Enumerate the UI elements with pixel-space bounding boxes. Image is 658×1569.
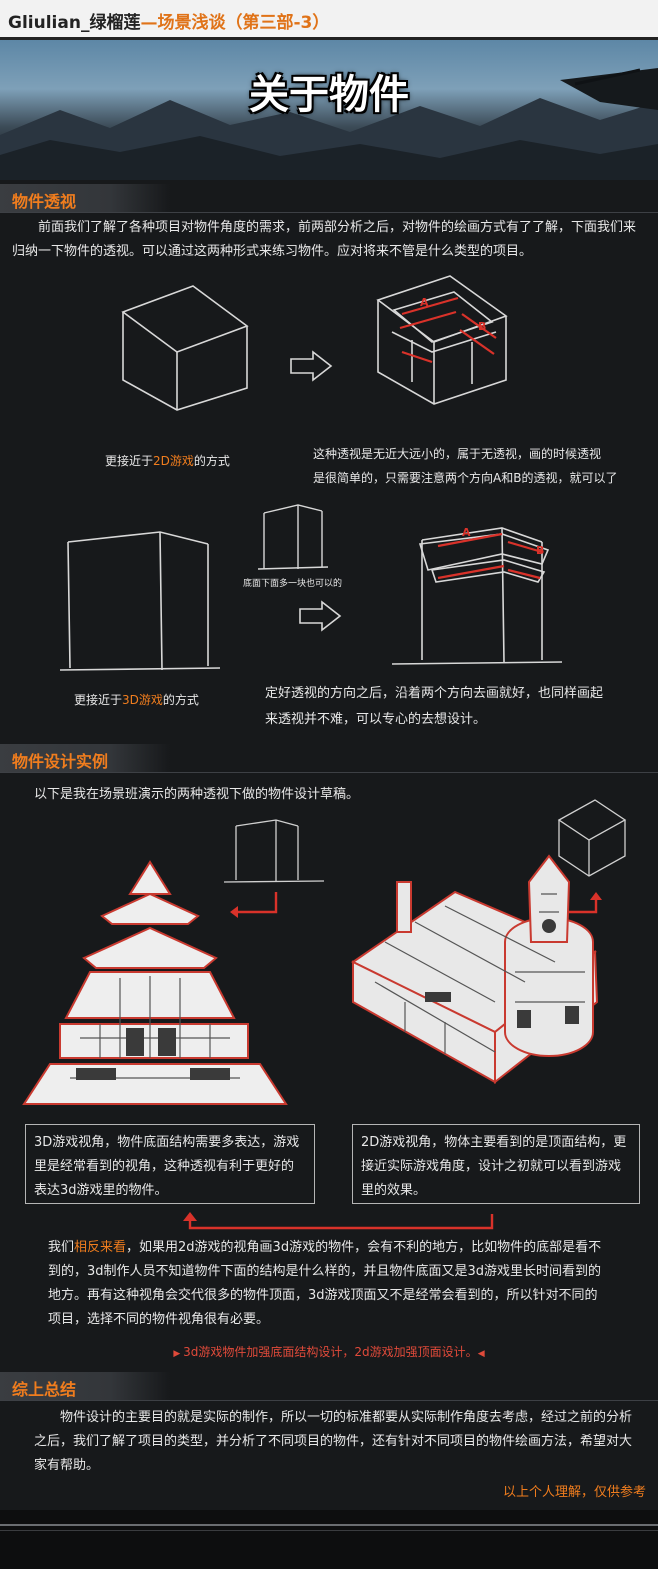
label-b: B [478,320,486,333]
signoff-text: 以上个人理解，仅供参考 [502,1485,646,1500]
box-3d-small-diagram [257,504,329,570]
section-divider [0,212,658,213]
article-title: Gliulian_绿榴莲—场景浅谈（第三部-3） [8,13,330,33]
section2-analysis: 我们相反来看，如果用2d游戏的视角画3d游戏的物件，会有不利的地方，比如物件的底… [48,1240,602,1327]
section-heading-perspective: 物件透视 [0,184,170,212]
side-note: 底面下面多一块也可以的 [243,579,343,589]
note-2d-method: 这种透视是无近大远小的，属于无透视，画的时候透视是很简单的，只需要注意两个方向A… [313,447,618,485]
section-heading-design-examples: 物件设计实例 [0,744,170,772]
conclusion-line: ▶ 3d游戏物件加强底面结构设计，2d游戏加强顶面设计。◀ [173,1345,485,1359]
box-3d-perspective-diagram [59,531,221,671]
banner: 关于物件 [0,40,658,180]
box-3d-reference-diagram [223,819,325,883]
section-divider [0,772,658,773]
triangle-right-icon: ▶ [173,1349,184,1359]
section1-intro: 前面我们了解了各种项目对物件角度的需求，前两部分析之后，对物件的绘画方式有了了解… [12,220,637,259]
mountain-landscape-illustration [0,68,658,180]
building-2d-perspective-sketch: A B [376,275,508,405]
note-3d-method: 定好透视的方向之后，沿着两个方向去画就好，也同样画起来透视并不难，可以专心的去想… [265,686,604,727]
label-a: A [462,526,471,539]
caption-2d-method: 更接近于2D游戏的方式 [105,454,230,468]
complex-2d-view-illustration [351,854,599,1085]
banner-title: 关于物件 [249,72,409,118]
footer-bar [0,1510,658,1569]
description-box-2d: 2D游戏视角，物体主要看到的是顶面结构，更接近实际游戏角度，设计之初就可以看到游… [352,1124,640,1204]
arrow-right-icon [290,350,333,382]
building-3d-perspective-sketch: A B [391,526,563,665]
triangle-left-icon: ◀ [477,1349,485,1359]
cube-2d-reference-diagram [557,799,627,877]
label-b: B [536,544,544,557]
pointer-arrow-icon [230,892,278,918]
label-a: A [420,296,429,309]
connector-bracket-icon [183,1212,494,1230]
section-divider [0,1400,658,1401]
section3-paragraph: 物件设计的主要目的就是实际的制作，所以一切的标准都要从实际制作角度去考虑，经过之… [34,1410,633,1473]
section2-intro: 以下是我在场景班演示的两种透视下做的物件设计草稿。 [34,787,360,802]
title-bar: Gliulian_绿榴莲—场景浅谈（第三部-3） [0,0,658,40]
section-heading-summary: 综上总结 [0,1372,170,1400]
cube-2d-perspective-diagram [121,285,249,411]
arrow-right-icon [299,600,342,632]
pagoda-3d-view-illustration [22,860,288,1105]
description-box-3d: 3D游戏视角，物件底面结构需要多表达，游戏里是经常看到的视角，这种透视有利于更好… [25,1124,315,1204]
caption-3d-method: 更接近于3D游戏的方式 [74,693,199,707]
